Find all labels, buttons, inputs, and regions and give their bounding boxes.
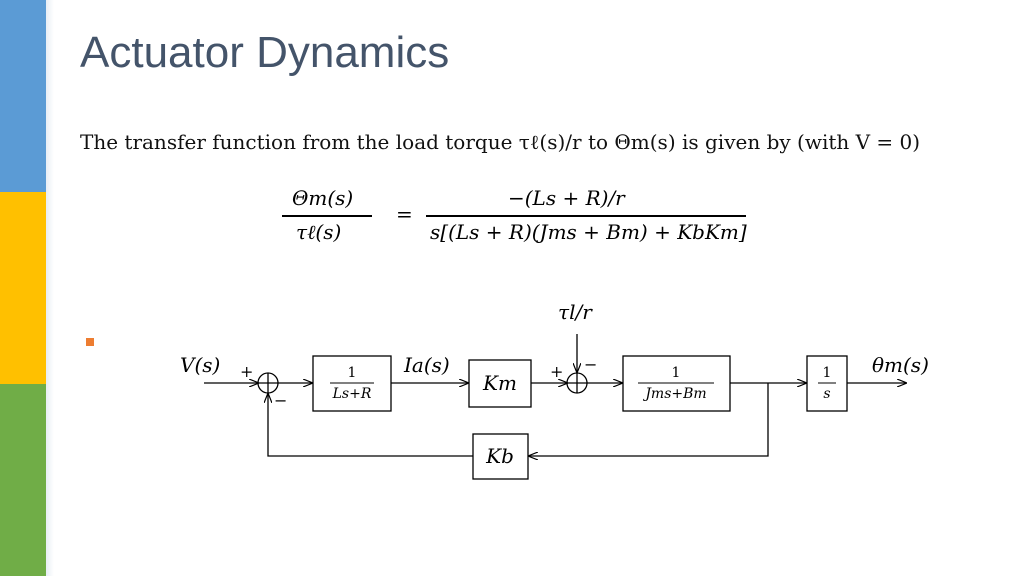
block1-numerator: 1	[348, 365, 357, 381]
disturbance-label: τl/r	[558, 300, 593, 324]
intro-paragraph: The transfer function from the load torq…	[80, 130, 921, 154]
bullet-marker	[86, 338, 94, 346]
block-km-label: Km	[482, 371, 517, 395]
output-label: θm(s)	[872, 353, 929, 377]
sum2-plus-sign: +	[550, 362, 563, 381]
block3-denominator: Jms+Bm	[642, 386, 706, 402]
accent-bar-yellow	[0, 192, 46, 384]
block-kb-label: Kb	[485, 444, 514, 468]
block4-numerator: 1	[823, 365, 832, 381]
sum1-plus-sign: +	[240, 362, 253, 381]
sum2-minus-sign: −	[584, 355, 597, 374]
formula-rhs-numerator: −(Ls + R)/r	[508, 186, 625, 210]
sum1-minus-sign: −	[274, 391, 287, 410]
feedback-arrow-to-kb	[529, 383, 769, 456]
block4-denominator: s	[823, 386, 830, 402]
formula-rhs-denominator: s[(Ls + R)(Jms + Bm) + KbKm]	[430, 220, 747, 244]
block1-denominator: Ls+R	[332, 386, 372, 402]
accent-bar-green	[0, 384, 46, 576]
accent-bar-edge	[46, 0, 54, 576]
summing-junction-1	[257, 372, 279, 394]
formula-lhs-numerator: Θm(s)	[292, 186, 354, 210]
feedback-arrow-to-sum1	[268, 394, 473, 457]
slide-title: Actuator Dynamics	[80, 28, 450, 77]
current-label: Ia(s)	[403, 353, 450, 377]
formula-lhs-fraction-bar	[282, 215, 372, 217]
formula-equals: =	[396, 202, 413, 226]
summing-junction-2	[566, 372, 588, 394]
accent-bar-blue	[0, 0, 46, 192]
block3-numerator: 1	[672, 365, 681, 381]
formula-lhs-denominator: τℓ(s)	[296, 220, 342, 244]
formula-rhs-fraction-bar	[426, 215, 746, 217]
input-label: V(s)	[180, 353, 220, 377]
